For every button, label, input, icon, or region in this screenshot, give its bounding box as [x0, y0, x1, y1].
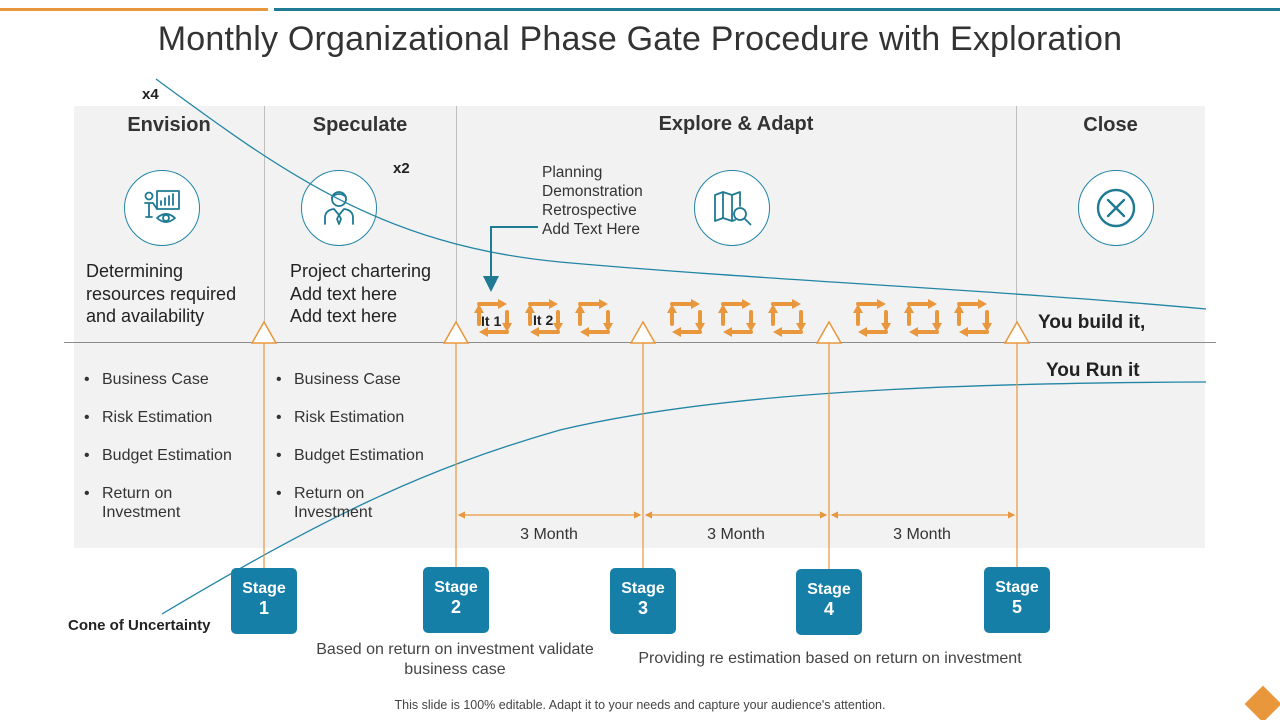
phase-divider: [1016, 106, 1017, 342]
envision-description: Determining resources required and avail…: [86, 261, 237, 326]
iteration-cycle: [766, 298, 808, 338]
stage-5-box: Stage 5: [984, 567, 1050, 633]
slide-title: Monthly Organizational Phase Gate Proced…: [157, 20, 1123, 58]
envision-bullets: Business Case Risk Estimation Budget Est…: [84, 370, 254, 541]
gate-triangle-5: [1003, 320, 1031, 344]
iteration-cycle: [573, 298, 615, 338]
iteration-cycle: [716, 298, 758, 338]
footer-note: This slide is 100% editable. Adapt it to…: [394, 698, 886, 712]
iteration-1-label: It 1: [481, 313, 502, 329]
month-label-2: 3 Month: [707, 526, 765, 543]
gate-triangle-4: [815, 320, 843, 344]
planning-pointer-arrow: [483, 226, 538, 292]
list-item: Budget Estimation: [84, 446, 254, 465]
stage-3-box: Stage 3: [610, 568, 676, 634]
map-search-icon: [694, 170, 770, 246]
iteration-2-label: It 2: [533, 312, 554, 328]
list-item: Business Case: [276, 370, 446, 389]
multiplier-x4: x4: [142, 86, 159, 103]
close-circle-icon: [1078, 170, 1154, 246]
iteration-cycle: [952, 298, 994, 338]
speculate-description: Project chartering Add text here Add tex…: [290, 261, 432, 326]
phase-explore-title: Explore & Adapt: [658, 113, 814, 135]
gate-triangle-3: [629, 320, 657, 344]
uncertainty-lower-curve: [161, 381, 1207, 615]
businessman-icon: [301, 170, 377, 246]
stage-4-box: Stage 4: [796, 569, 862, 635]
list-item: Business Case: [84, 370, 254, 389]
iteration-cycle: [902, 298, 944, 338]
top-accent-orange: [0, 8, 268, 11]
phase-speculate-title: Speculate: [312, 114, 408, 136]
phase-envision-title: Envision: [127, 114, 211, 136]
month-label-1: 3 Month: [520, 526, 578, 543]
gate-triangle-1: [250, 320, 278, 344]
vision-analytics-icon: [124, 170, 200, 246]
list-item: Risk Estimation: [276, 408, 446, 427]
iteration-cycle: [851, 298, 893, 338]
speculate-bullets: Business Case Risk Estimation Budget Est…: [276, 370, 446, 541]
month-label-3: 3 Month: [893, 526, 951, 543]
stage-2-note: Based on return on investment validate b…: [316, 641, 594, 678]
stage-1-box: Stage 1: [231, 568, 297, 634]
top-accent-teal: [274, 8, 1280, 11]
phase-close-title: Close: [1083, 114, 1138, 136]
uncertainty-upper-curve: [155, 78, 1207, 310]
reestimation-note: Providing re estimation based on return …: [638, 650, 1022, 667]
run-text: You Run it: [1046, 360, 1140, 381]
list-item: Risk Estimation: [84, 408, 254, 427]
phase-divider: [456, 106, 457, 342]
build-text: You build it,: [1038, 312, 1146, 333]
cone-of-uncertainty-label: Cone of Uncertainty: [68, 617, 211, 634]
multiplier-x2: x2: [393, 160, 410, 177]
list-item: Return on Investment: [276, 484, 386, 522]
planning-list: Planning Demonstration Retrospective Add…: [542, 164, 643, 238]
gate-triangle-2: [442, 320, 470, 344]
phase-divider: [264, 106, 265, 342]
iteration-cycle: [665, 298, 707, 338]
stage-2-box: Stage 2: [423, 567, 489, 633]
list-item: Return on Investment: [84, 484, 194, 522]
list-item: Budget Estimation: [276, 446, 446, 465]
